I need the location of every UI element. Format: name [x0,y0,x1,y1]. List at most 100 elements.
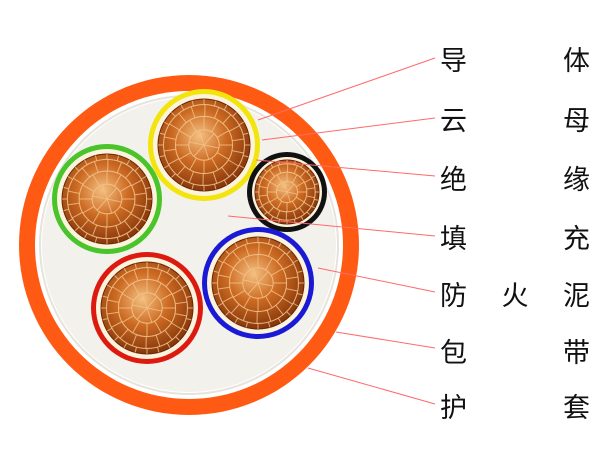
black-core-strand-divider [276,200,283,210]
yellow-core-strand-divider [216,130,229,138]
green-core-strand-divider [134,166,140,172]
yellow-core-strand-divider [180,104,185,111]
blue-core-strand-divider [230,304,240,314]
blue-core-strand-divider [275,304,284,315]
blue-core-strand-divider [257,282,273,287]
blue-core-strand-divider [282,263,294,270]
green-core-strand-divider [81,167,91,178]
yellow-core-strand-divider [238,164,245,169]
red-core-strand-divider [156,263,160,270]
black-core-strand-divider [300,164,304,168]
yellow-core-strand-divider [203,133,215,146]
leader-line-conductor [257,57,436,121]
red-core-strand-divider [171,288,183,295]
black-core-strand-divider [264,169,268,173]
red-core-strand-divider [131,334,138,346]
red-core-strand-divider [171,322,182,330]
red-core-strand-divider [123,267,128,274]
yellow-core-strand-divider [228,125,240,132]
black-core-strand-divider [291,174,298,184]
green-core-strand-divider [116,161,122,174]
black-core-strand-divider [279,191,288,201]
green-core-strand-divider [141,218,147,222]
blue-core-strand-divider [267,238,271,245]
yellow-core-strand-divider [223,179,228,186]
yellow-core-strand-divider [190,106,196,119]
blue-core-strand-divider [245,321,249,328]
label-sheath-char-2: 套 [563,392,590,424]
yellow-core-strand-divider [232,138,245,142]
red-core-strand-divider [141,293,148,309]
blue-core-strand-divider [270,290,283,298]
blue-core-strand-divider [277,317,282,324]
red-core-strand-divider [136,307,148,320]
green-core-strand-divider [106,198,122,203]
black-core-strand-divider [286,183,295,193]
label-conductor-char-2: 体 [563,45,590,77]
green-core-strand-divider [123,220,133,231]
black-core-strand-divider [314,198,319,201]
black-core-strand-divider [259,175,263,179]
blue-core-strand-divider [265,295,273,308]
blue-core-strand-divider [245,238,249,245]
green-core-strand-divider [71,211,83,219]
red-core-strand-divider [132,304,148,309]
leader-line-sheath [307,367,436,405]
red-core-strand-divider [174,313,187,317]
leader-line-mica [261,117,436,141]
blue-core-strand-divider [292,302,299,307]
red-core-strand-divider [102,317,109,321]
blue-core-strand-divider [234,317,239,324]
label-fireproof-mud: 防 火 泥 [440,273,590,313]
black-core-strand-divider [270,216,274,220]
yellow-core-strand-divider [211,157,219,170]
blue-core-strand-divider [213,292,220,296]
green-core-strand-divider [113,174,122,187]
red-core-strand-divider [185,317,192,321]
blue-core-strand-divider [285,288,298,292]
green-core-strand-divider [126,159,130,165]
green-core-strand-divider [74,166,80,172]
blue-core-strand-divider [252,268,259,284]
blue-core-strand-divider [266,309,272,322]
red-core-strand-divider [156,346,160,353]
green-core-strand-divider [134,226,140,232]
red-core-strand-divider [111,321,123,328]
leader-line-wrapping-tape [335,331,436,349]
black-core-strand-divider [269,169,276,177]
black-core [247,152,327,232]
red-core-strand-divider [154,283,162,296]
green-core-strand-divider [126,233,130,239]
black-core-strand-divider [306,169,310,173]
blue-core [202,227,314,339]
yellow-core-strand-divider [223,104,228,111]
blue-core-strand-divider [286,311,291,316]
black-core-strand-divider [293,160,296,165]
red-core-strand-divider [175,275,180,280]
yellow-core-strand-divider [198,130,205,146]
red-core-strand-divider [156,270,163,282]
green-core-strand-divider [113,211,122,224]
black-core-strand-divider [259,205,263,209]
black-core-strand-divider [295,181,305,188]
red-core-strand-divider [132,283,140,296]
yellow-core-strand-divider [242,154,249,158]
yellow-core-strand-divider [212,171,218,184]
black-core-strand-divider [298,207,305,215]
green-core-strand-divider [130,213,142,221]
label-fireproof-mud-char-3: 泥 [563,280,590,312]
yellow-core-strand-divider [232,112,237,117]
yellow-core-strand-divider [211,120,219,133]
blue-core-strand-divider [243,295,251,308]
red-core-strand-divider [185,295,192,299]
green-core-strand-divider [92,195,108,200]
blue-core-strand-divider [242,309,249,321]
red-core-strand-divider [133,269,139,282]
label-filler-char-1: 填 [440,223,467,255]
blue-core-strand-divider [286,276,299,280]
black-core-strand-divider [299,170,307,178]
green-core-strand-divider [84,233,88,239]
red-core-strand-divider [165,277,175,287]
green-core-strand-divider [141,176,147,180]
blue-core-strand-divider [225,250,230,255]
